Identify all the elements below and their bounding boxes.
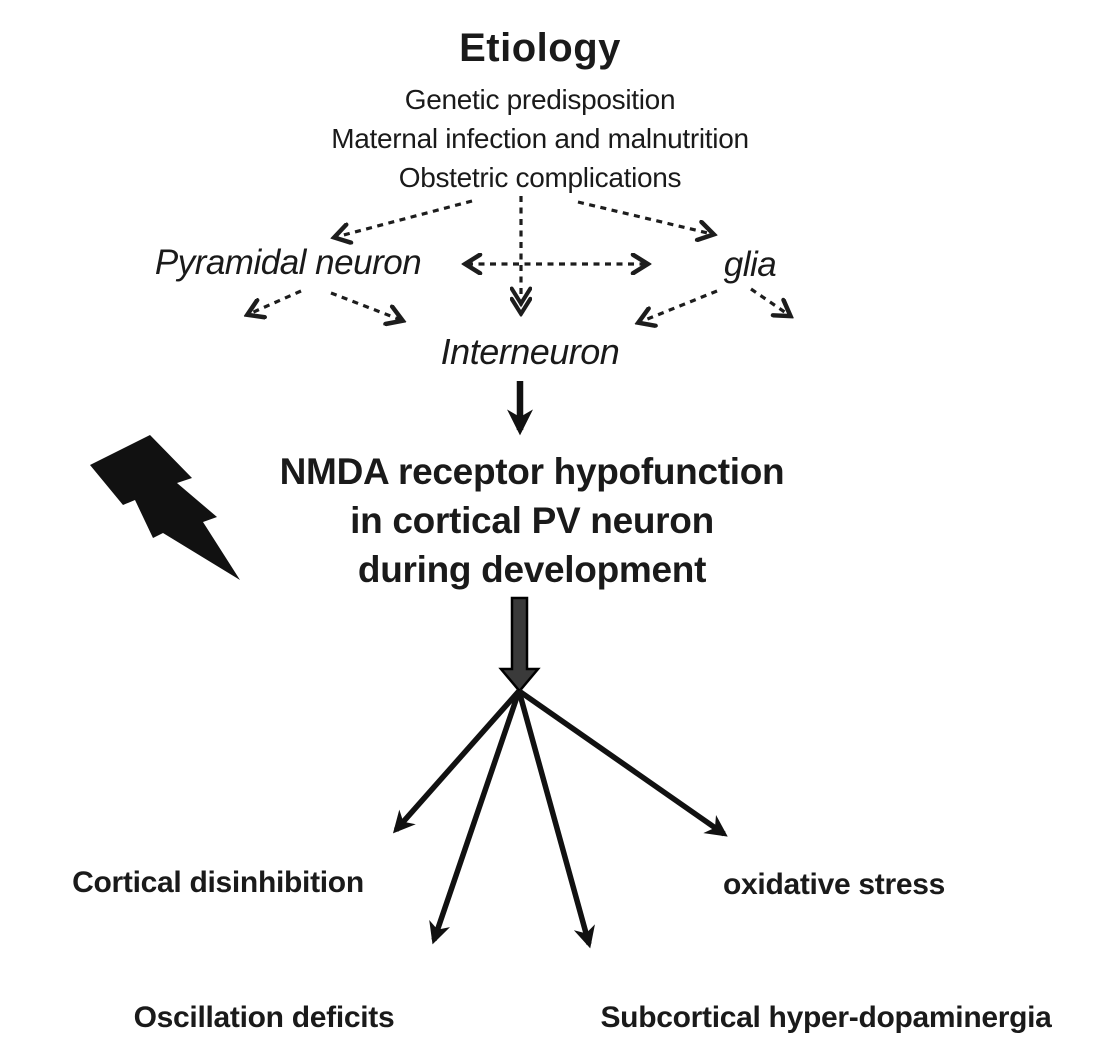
nmda-hypofunction-block: NMDA receptor hypofunction in cortical P… (182, 447, 882, 594)
arrow-to-oxidative-stress (517, 688, 728, 837)
label-oxidative-stress: oxidative stress (723, 868, 945, 901)
dashed-arrow-etiology-to-pyramidal (336, 199, 473, 237)
dashed-arrow-glia-to-interneuron (640, 289, 718, 322)
etiology-factor-obstetric: Obstetric complications (398, 162, 682, 193)
etiology-title: Etiology (459, 26, 621, 70)
nmda-line-2: in cortical PV neuron (350, 500, 714, 541)
etiology-factors: Genetic predisposition Maternal infectio… (205, 80, 875, 197)
etiology-factor-maternal: Maternal infection and malnutrition (331, 123, 749, 154)
label-glia: glia (723, 245, 777, 284)
label-subcortical-hyper-dopaminergia: Subcortical hyper-dopaminergia (600, 1001, 1052, 1034)
dashed-arrow-etiology-to-glia (577, 200, 712, 234)
lightning-bolt-icon (90, 435, 240, 580)
nmda-line-3: during development (357, 549, 707, 590)
block-arrow-nmda-to-outcomes (498, 596, 541, 693)
label-cortical-disinhibition: Cortical disinhibition (72, 866, 364, 899)
arrow-to-subcortical-hyper-dopaminergia (516, 690, 595, 949)
arrow-to-oscillation-deficits (429, 690, 522, 945)
dashed-arrow-pyramidal-down-left (249, 289, 302, 314)
arrow-to-cortical-disinhibition (392, 689, 522, 834)
etiology-factor-genetic: Genetic predisposition (404, 84, 676, 115)
dashed-arrow-glia-down-right (750, 287, 789, 315)
nmda-line-1: NMDA receptor hypofunction (279, 451, 785, 492)
label-interneuron: Interneuron (440, 331, 620, 372)
label-pyramidal-neuron: Pyramidal neuron (154, 243, 422, 282)
dashed-arrow-pyramidal-to-interneuron (330, 291, 401, 320)
label-oscillation-deficits: Oscillation deficits (133, 1001, 395, 1034)
